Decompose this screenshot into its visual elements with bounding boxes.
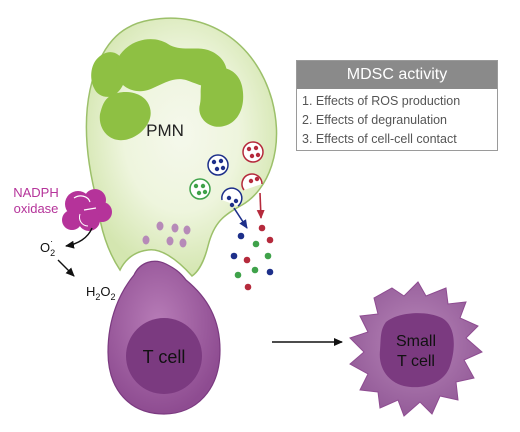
nadph-label-line1: NADPH: [13, 185, 59, 200]
degranulation-arrow-red: [256, 192, 265, 219]
pmn-label: PMN: [146, 121, 184, 140]
granule-red-1: [242, 141, 264, 163]
superoxide-to-h2o2-arrow: [57, 259, 75, 277]
pmn-nucleus-lobe-lower: [99, 92, 151, 141]
legend-item-degranulation: 2. Effects of degranulation: [302, 113, 448, 127]
nadph-oxidase-complex: [62, 189, 112, 231]
granule-red-fusing: [241, 173, 263, 191]
small-t-cell-label-line1: Small: [396, 333, 436, 350]
nadph-label-line2: oxidase: [14, 201, 59, 216]
small-t-cell-label-line2: T cell: [397, 353, 435, 370]
mdsc-activity-legend: MDSC activity 1. Effects of ROS producti…: [296, 60, 498, 151]
granule-blue-1: [207, 154, 229, 176]
t-cell-label: T cell: [143, 347, 186, 367]
h2o2-label: H2O2: [86, 284, 116, 302]
granule-green-1: [189, 178, 211, 200]
t-cell-nucleus: [126, 318, 202, 394]
pmn-base-vesicles: [142, 221, 191, 248]
pmn-nucleus-lobe-upper: [116, 39, 227, 92]
legend-item-ros: 1. Effects of ROS production: [302, 94, 461, 108]
legend-item-cell-contact: 3. Effects of cell-cell contact: [302, 132, 457, 146]
superoxide-label: O2·: [40, 236, 55, 258]
granule-blue-fusing: [221, 187, 243, 208]
nadph-to-superoxide-arrow: [65, 227, 93, 249]
degranulation-arrow-blue: [233, 207, 248, 229]
pmn-nucleus-lobe-right: [199, 67, 244, 127]
legend-list: 1. Effects of ROS production 2. Effects …: [297, 89, 497, 149]
small-t-cell-nucleus: [379, 313, 454, 388]
released-granules: [230, 224, 274, 291]
legend-title: MDSC activity: [297, 61, 497, 89]
